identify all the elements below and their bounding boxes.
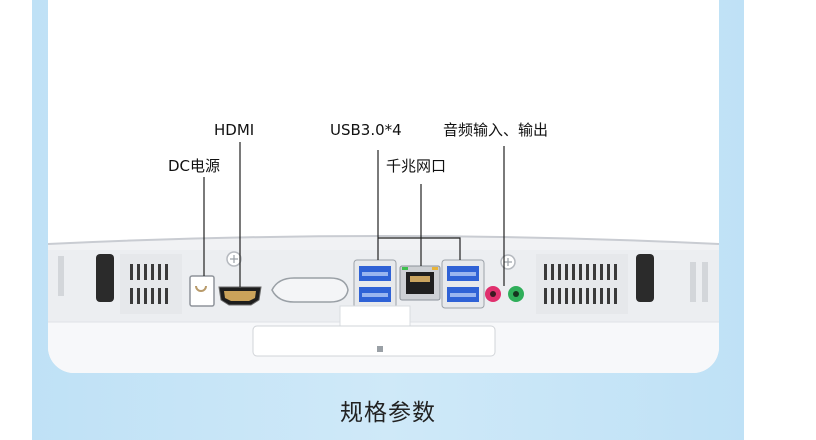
audio-jack-pink <box>485 286 501 302</box>
usb-ports-left <box>353 259 397 309</box>
hdmi-port <box>218 286 262 306</box>
screw-left <box>226 251 242 267</box>
right-dark-slot <box>636 254 708 302</box>
audio-jack-green <box>508 286 524 302</box>
back-panel-illustration <box>48 142 719 373</box>
audio-label: 音频输入、输出 <box>443 121 549 139</box>
monitor-stand <box>252 305 496 357</box>
usb-ports-right <box>441 259 485 309</box>
right-vent-grille <box>536 254 628 314</box>
dc-power-label: DC电源 <box>168 157 221 175</box>
lan-port <box>399 265 441 301</box>
section-title: 规格参数 <box>340 400 436 426</box>
left-vent-grille <box>120 254 182 314</box>
left-dark-slot <box>58 254 114 302</box>
product-image-card <box>48 0 719 373</box>
screw-right <box>500 254 516 270</box>
leader-lines <box>203 142 505 287</box>
usb-bracket-line <box>378 237 461 260</box>
dc-power-port <box>189 275 215 307</box>
hdmi-label: HDMI <box>214 121 255 139</box>
usb-label: USB3.0*4 <box>330 121 402 139</box>
lan-label: 千兆网口 <box>386 157 447 175</box>
serial-port-cover <box>271 277 349 303</box>
